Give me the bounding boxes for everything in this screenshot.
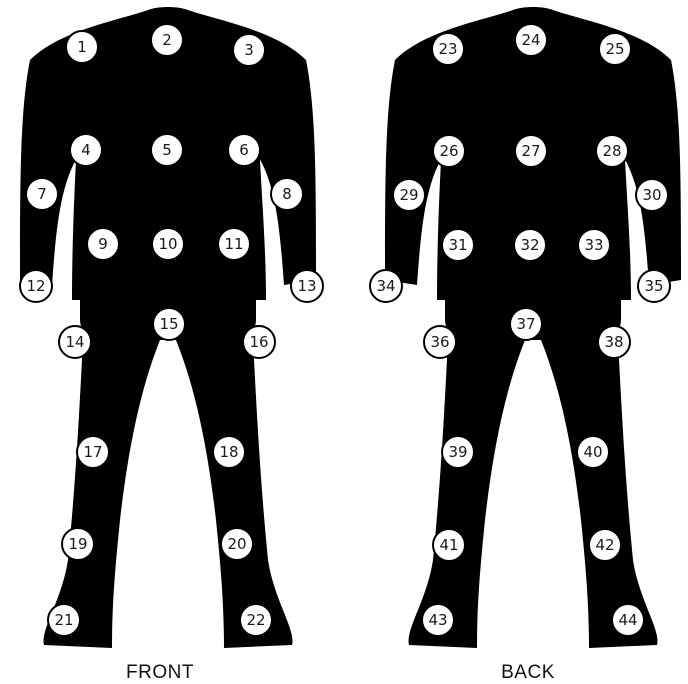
marker-17[interactable]: 17: [76, 435, 110, 469]
marker-28[interactable]: 28: [595, 134, 629, 168]
marker-20[interactable]: 20: [220, 527, 254, 561]
marker-2[interactable]: 2: [150, 23, 184, 57]
marker-29[interactable]: 29: [392, 178, 426, 212]
marker-26[interactable]: 26: [432, 134, 466, 168]
marker-23[interactable]: 23: [431, 32, 465, 66]
marker-25[interactable]: 25: [598, 32, 632, 66]
front-label: FRONT: [126, 662, 194, 684]
marker-18[interactable]: 18: [212, 435, 246, 469]
marker-11[interactable]: 11: [217, 227, 251, 261]
marker-30[interactable]: 30: [635, 178, 669, 212]
marker-21[interactable]: 21: [47, 603, 81, 637]
marker-22[interactable]: 22: [239, 603, 273, 637]
marker-27[interactable]: 27: [514, 134, 548, 168]
marker-38[interactable]: 38: [597, 325, 631, 359]
marker-44[interactable]: 44: [611, 603, 645, 637]
marker-40[interactable]: 40: [576, 435, 610, 469]
marker-7[interactable]: 7: [25, 177, 59, 211]
marker-8[interactable]: 8: [270, 177, 304, 211]
marker-10[interactable]: 10: [151, 227, 185, 261]
marker-4[interactable]: 4: [69, 133, 103, 167]
marker-34[interactable]: 34: [369, 269, 403, 303]
marker-35[interactable]: 35: [637, 269, 671, 303]
marker-3[interactable]: 3: [232, 33, 266, 67]
marker-19[interactable]: 19: [61, 527, 95, 561]
marker-39[interactable]: 39: [441, 435, 475, 469]
marker-32[interactable]: 32: [513, 228, 547, 262]
marker-15[interactable]: 15: [152, 307, 186, 341]
marker-24[interactable]: 24: [514, 23, 548, 57]
marker-42[interactable]: 42: [588, 528, 622, 562]
marker-1[interactable]: 1: [65, 30, 99, 64]
marker-37[interactable]: 37: [509, 307, 543, 341]
marker-31[interactable]: 31: [441, 228, 475, 262]
marker-16[interactable]: 16: [242, 325, 276, 359]
marker-6[interactable]: 6: [227, 133, 261, 167]
marker-36[interactable]: 36: [423, 325, 457, 359]
marker-12[interactable]: 12: [19, 269, 53, 303]
marker-33[interactable]: 33: [577, 228, 611, 262]
marker-43[interactable]: 43: [421, 603, 455, 637]
marker-13[interactable]: 13: [290, 269, 324, 303]
marker-14[interactable]: 14: [58, 325, 92, 359]
marker-41[interactable]: 41: [432, 528, 466, 562]
marker-5[interactable]: 5: [150, 133, 184, 167]
back-label: BACK: [501, 662, 555, 684]
marker-9[interactable]: 9: [86, 227, 120, 261]
